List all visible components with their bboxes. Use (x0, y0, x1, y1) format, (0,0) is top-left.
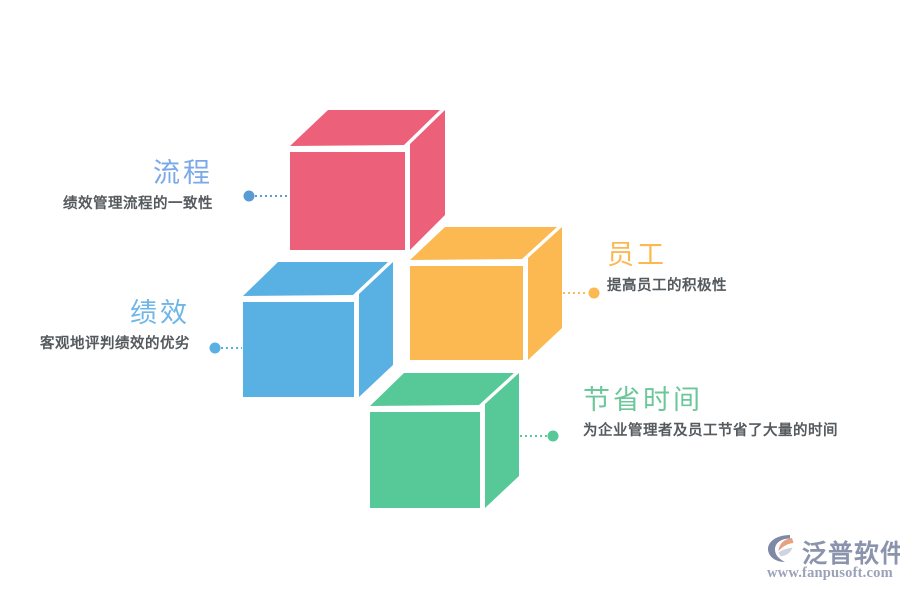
connector-performance-dot (209, 342, 221, 354)
connector-process-dot (243, 190, 255, 202)
cube-time-right (485, 373, 519, 508)
label-title-time: 节省时间 (583, 385, 703, 415)
label-title-staff: 员工 (607, 240, 667, 270)
label-desc-staff: 提高员工的积极性 (607, 278, 727, 295)
label-desc-process: 绩效管理流程的一致性 (63, 196, 213, 213)
cube-staff-right (528, 227, 562, 360)
cube-performance-top (243, 262, 388, 296)
label-title-performance: 绩效 (130, 298, 190, 328)
label-desc-performance: 客观地评判绩效的优劣 (40, 336, 190, 353)
cube-staff-front (410, 266, 523, 360)
cube-time-top (370, 373, 514, 406)
logo-url: www.fanpusoft.com (767, 565, 893, 581)
brand-logo: 泛普软件 www.fanpusoft.com (766, 532, 900, 590)
cube-performance-front (243, 302, 354, 397)
cube-staff-top (410, 227, 557, 260)
logo-brand-name: 泛普软件 (802, 540, 900, 568)
label-block-process: 流程 绩效管理流程的一致性 (8, 158, 213, 213)
cube-process-right (410, 110, 445, 250)
cube-staff (410, 227, 562, 360)
connector-staff-dot (588, 287, 600, 299)
fanpu-swoosh-logo-icon (768, 535, 794, 562)
cube-process (290, 110, 445, 250)
connector-performance (209, 342, 242, 354)
label-block-staff: 员工 提高员工的积极性 (607, 240, 877, 295)
label-block-time: 节省时间 为企业管理者及员工节省了大量的时间 (583, 385, 883, 440)
connector-time (520, 430, 559, 442)
cube-performance-right (359, 262, 393, 397)
cube-process-top (290, 110, 440, 146)
label-block-performance: 绩效 客观地评判绩效的优劣 (0, 298, 190, 353)
cube-time-front (370, 412, 480, 508)
cube-process-front (290, 152, 405, 250)
label-desc-time: 为企业管理者及员工节省了大量的时间 (583, 423, 838, 440)
connector-staff (563, 287, 600, 299)
connector-process (243, 190, 289, 202)
cube-time (370, 373, 519, 508)
cube-performance (243, 262, 393, 397)
label-title-process: 流程 (153, 158, 213, 188)
connector-time-dot (547, 430, 559, 442)
